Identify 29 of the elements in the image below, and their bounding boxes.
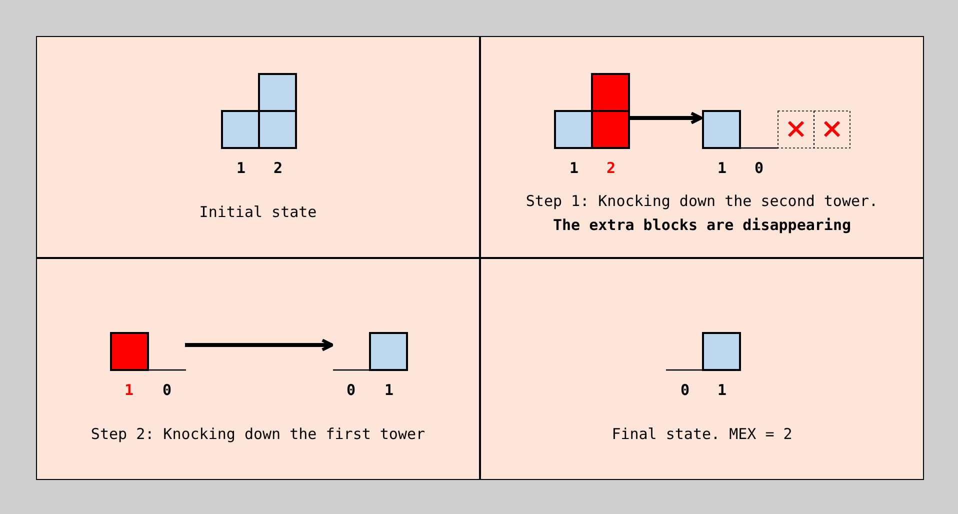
arrow [185, 338, 334, 352]
caption-text: Final state. MEX = 2 [610, 425, 794, 443]
caption-text: Step 1: Knocking down the second tower. [524, 192, 880, 210]
caption-text: Initial state [198, 203, 318, 221]
panel [480, 258, 924, 480]
block-tower-drawing [221, 73, 297, 149]
block-tower-drawing [110, 332, 186, 371]
tower-height-label: 1 [716, 159, 728, 177]
tower-height-label: 0 [679, 381, 691, 399]
tower-height-label: 1 [123, 381, 135, 399]
tower-height-label: 0 [345, 381, 357, 399]
tower-height-label: 1 [235, 159, 247, 177]
block-tower-drawing [554, 73, 630, 149]
tower-height-label: 0 [753, 159, 765, 177]
tower-height-label: 0 [161, 381, 173, 399]
panel [36, 258, 480, 480]
tower-height-label: 2 [272, 159, 284, 177]
caption-text: Step 2: Knocking down the first tower [90, 425, 426, 443]
caption-text: The extra blocks are disappearing [552, 216, 852, 234]
tower-height-label: 2 [605, 159, 617, 177]
panel [36, 36, 480, 258]
block-tower-drawing [666, 332, 741, 371]
panel [480, 36, 924, 258]
block-tower-drawing [702, 110, 852, 149]
block-tower-drawing [333, 332, 408, 371]
tower-height-label: 1 [383, 381, 395, 399]
tower-height-label: 1 [716, 381, 728, 399]
arrow [629, 112, 703, 124]
tower-height-label: 1 [568, 159, 580, 177]
